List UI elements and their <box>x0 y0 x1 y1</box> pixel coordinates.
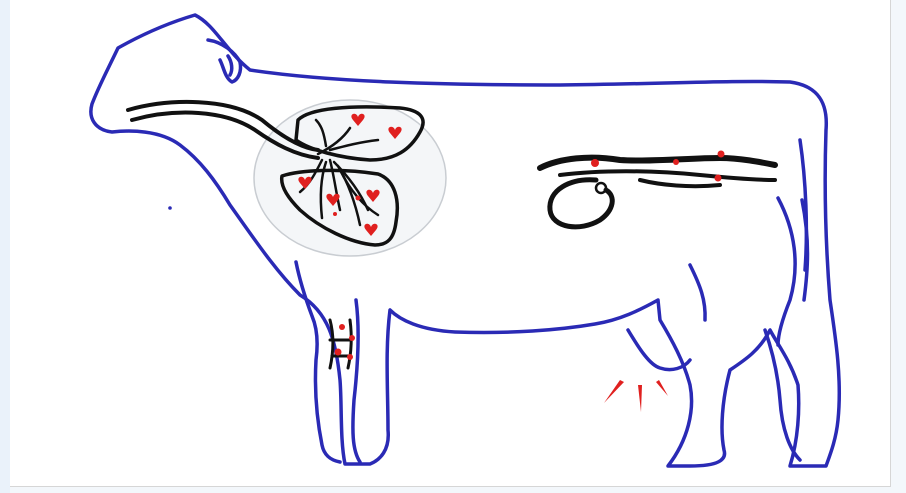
lesion-marker <box>591 159 599 167</box>
front-leg-back <box>353 300 360 462</box>
ear-inner <box>228 56 232 75</box>
lesion-marker <box>347 354 353 360</box>
lesion-marker <box>638 385 642 412</box>
lesion-marker <box>604 380 624 403</box>
intestine <box>540 158 775 227</box>
cow-body-outline <box>91 15 839 466</box>
lesion-marker <box>718 151 725 158</box>
lesion-marker <box>333 212 337 216</box>
cow-outline <box>91 15 839 466</box>
lesion-marker <box>673 159 679 165</box>
ear-outline <box>208 40 241 82</box>
front-leg-inner <box>296 262 340 462</box>
rear-leg-line <box>778 198 795 345</box>
lesion-marker <box>715 175 722 182</box>
lesion-marker <box>339 324 345 330</box>
belly-inner <box>690 265 705 320</box>
lesion-marker <box>335 349 342 356</box>
lesion-marker <box>656 380 668 396</box>
udder-outline <box>628 330 690 370</box>
lesion-marker <box>356 196 361 201</box>
stray-dot <box>168 206 172 210</box>
lesion-marker <box>349 335 355 341</box>
